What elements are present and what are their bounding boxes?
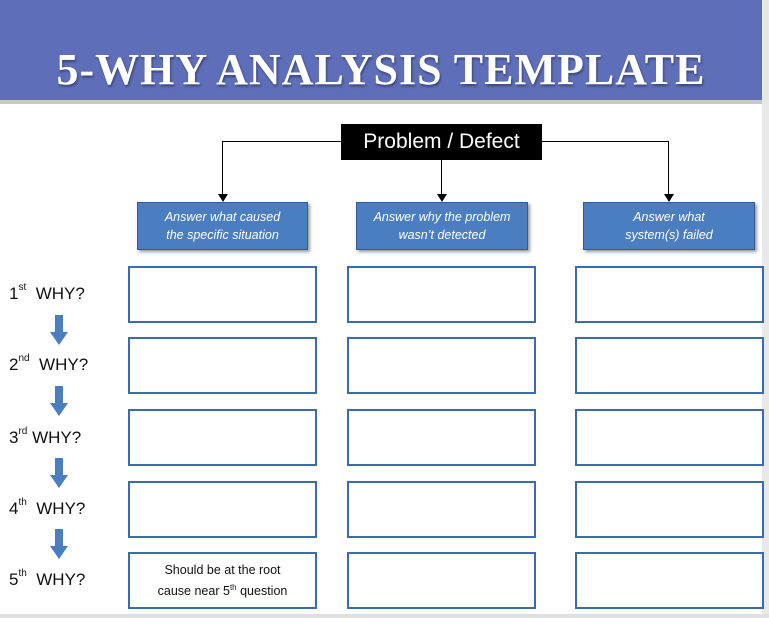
column-header-cause: Answer what caused the specific situation bbox=[137, 202, 308, 250]
answer-cell-detection-4[interactable] bbox=[347, 481, 536, 538]
answer-cell-system-5[interactable] bbox=[575, 552, 764, 609]
why-number: 3 bbox=[9, 428, 19, 447]
answer-cell-cause-1[interactable] bbox=[128, 266, 317, 323]
answer-cell-cause-4[interactable] bbox=[128, 481, 317, 538]
bottom-edge bbox=[0, 614, 769, 618]
right-edge-shadow bbox=[762, 0, 769, 618]
why-label-2: 2nd WHY? bbox=[9, 353, 89, 375]
root-cause-note-line1: Should be at the root bbox=[164, 562, 281, 577]
why-word: WHY? bbox=[35, 284, 85, 303]
problem-defect-box: Problem / Defect bbox=[341, 124, 542, 160]
connector-center-arrowhead-icon bbox=[437, 194, 447, 202]
why-label-5: 5th WHY? bbox=[9, 568, 86, 590]
answer-cell-detection-2[interactable] bbox=[347, 337, 536, 394]
answer-cell-detection-1[interactable] bbox=[347, 266, 536, 323]
down-arrow-icon bbox=[50, 386, 68, 416]
why-word: WHY? bbox=[39, 355, 89, 374]
why-word: WHY? bbox=[36, 570, 86, 589]
why-label-3: 3rd WHY? bbox=[9, 426, 82, 448]
down-arrow-icon bbox=[50, 458, 68, 488]
answer-cell-cause-5[interactable]: Should be at the root cause near 5th que… bbox=[128, 552, 317, 609]
down-arrow-icon bbox=[50, 315, 68, 345]
down-arrow-icon bbox=[50, 529, 68, 559]
why-number: 4 bbox=[9, 499, 19, 518]
column-header-detection-line1: Answer why the problem bbox=[373, 210, 511, 224]
answer-cell-cause-2[interactable] bbox=[128, 337, 317, 394]
why-number: 1 bbox=[9, 284, 19, 303]
root-cause-note-line2-post: question bbox=[236, 584, 288, 599]
connector-right-horizontal bbox=[542, 141, 669, 142]
why-ordinal: st bbox=[18, 282, 27, 293]
connector-left-vertical bbox=[222, 141, 223, 196]
title-banner: 5-WHY ANALYSIS TEMPLATE bbox=[0, 0, 762, 104]
why-ordinal: th bbox=[18, 568, 27, 579]
column-header-system: Answer what system(s) failed bbox=[583, 202, 755, 250]
why-ordinal: th bbox=[18, 497, 27, 508]
connector-left-arrowhead-icon bbox=[218, 194, 228, 202]
why-label-4: 4th WHY? bbox=[9, 497, 86, 519]
answer-cell-system-4[interactable] bbox=[575, 481, 764, 538]
root-cause-note-line2-pre: cause near 5 bbox=[157, 584, 230, 599]
answer-cell-detection-5[interactable] bbox=[347, 552, 536, 609]
root-cause-note: Should be at the root cause near 5th que… bbox=[158, 561, 288, 600]
column-header-detection: Answer why the problem wasn’t detected bbox=[356, 202, 528, 250]
column-header-cause-line2: the specific situation bbox=[166, 228, 279, 242]
answer-cell-system-2[interactable] bbox=[575, 337, 764, 394]
why-ordinal: nd bbox=[18, 353, 30, 364]
why-word: WHY? bbox=[32, 428, 82, 447]
connector-right-arrowhead-icon bbox=[664, 194, 674, 202]
answer-cell-system-3[interactable] bbox=[575, 409, 764, 466]
answer-cell-cause-3[interactable] bbox=[128, 409, 317, 466]
root-cause-note-sup: th bbox=[229, 582, 237, 592]
connector-center-vertical bbox=[441, 160, 442, 196]
why-label-1: 1st WHY? bbox=[9, 282, 85, 304]
why-number: 5 bbox=[9, 570, 19, 589]
column-header-system-line1: Answer what bbox=[633, 210, 705, 224]
column-header-detection-line2: wasn’t detected bbox=[398, 228, 486, 242]
answer-cell-detection-3[interactable] bbox=[347, 409, 536, 466]
why-number: 2 bbox=[9, 355, 19, 374]
why-word: WHY? bbox=[36, 499, 86, 518]
why-ordinal: rd bbox=[18, 426, 28, 437]
connector-left-horizontal bbox=[222, 141, 341, 142]
page-title: 5-WHY ANALYSIS TEMPLATE bbox=[56, 45, 706, 94]
column-header-cause-line1: Answer what caused bbox=[164, 210, 281, 224]
answer-cell-system-1[interactable] bbox=[575, 266, 764, 323]
connector-right-vertical bbox=[668, 141, 669, 196]
column-header-system-line2: system(s) failed bbox=[625, 228, 713, 242]
problem-defect-label: Problem / Defect bbox=[363, 130, 520, 153]
